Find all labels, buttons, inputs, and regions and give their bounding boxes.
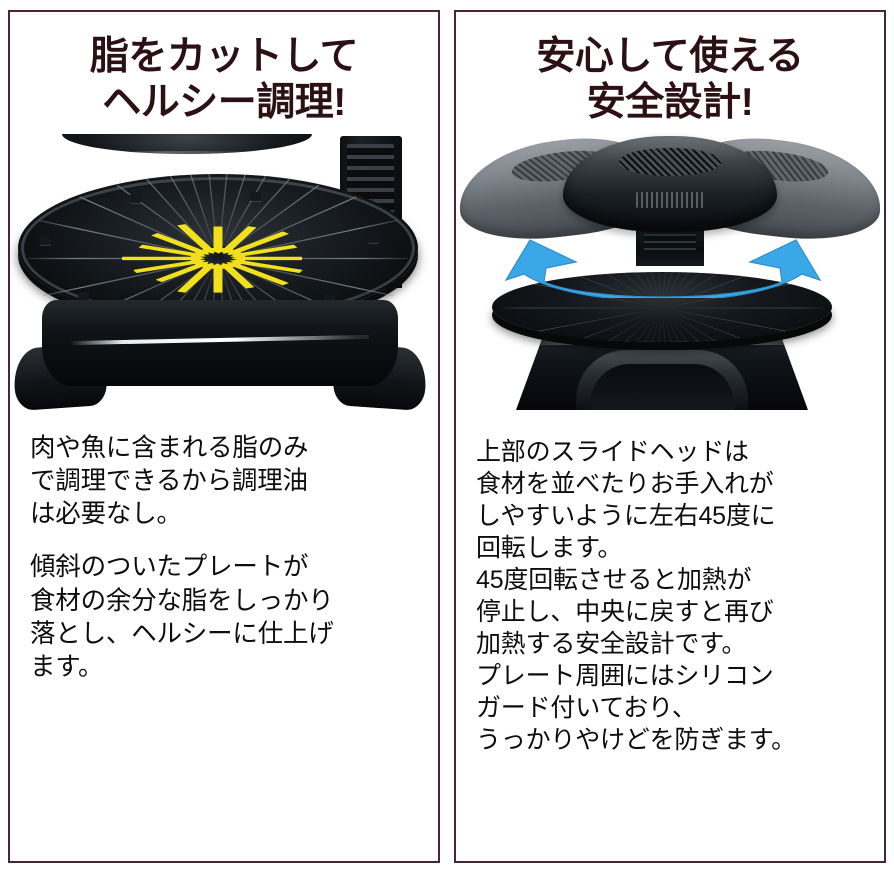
copy-line: 上部のスライドヘッドは — [476, 438, 749, 467]
right-heading-line-1: 安心して使える — [536, 35, 804, 78]
rotation-arrow-path — [504, 239, 822, 302]
right-paragraph-1: 上部のスライドヘッドは 食材を並べたりお手入れが しやすいように左右45度に 回… — [476, 436, 868, 756]
plate-rib — [661, 307, 782, 343]
plate-clip — [40, 236, 51, 246]
plate-clip — [78, 292, 89, 302]
panel-container: 脂をカットして ヘルシー調理! — [8, 10, 886, 863]
copy-line: 落とし、ヘルシーに仕上げ — [30, 619, 334, 648]
left-paragraph-2: 傾斜のついたプレートが 食材の余分な脂をしっかり 落とし、ヘルシーに仕上げ ます… — [30, 551, 422, 684]
copy-line: 停止し、中央に戻すと再び — [476, 598, 774, 627]
copy-line: 回転します。 — [476, 534, 623, 563]
copy-line: 食材の余分な脂をしっかり — [30, 586, 334, 615]
base-highlight — [522, 340, 802, 346]
feature-panel-safety-design: 安心して使える 安全設計! — [454, 10, 886, 863]
heater-mesh-icon — [618, 147, 722, 177]
copy-line: は必要なし。 — [30, 500, 182, 529]
copy-line: 食材を並べたりお手入れが — [476, 470, 774, 499]
right-panel-heading: 安心して使える 安全設計! — [456, 12, 884, 126]
copy-line: しやすいように左右45度に — [476, 502, 776, 531]
grill-base-left — [11, 300, 429, 412]
plate-clip — [324, 294, 335, 304]
rotation-arrow — [472, 224, 854, 302]
left-paragraph-1: 肉や魚に含まれる脂のみ で調理できるから調理油 は必要なし。 — [30, 432, 422, 531]
copy-line: 肉や魚に含まれる脂のみ — [30, 434, 309, 463]
copy-line: ます。 — [30, 652, 104, 681]
left-heading-line-2: ヘルシー調理! — [102, 81, 346, 125]
grill-plate-center-drain — [190, 245, 246, 268]
copy-line: 45度回転させると加熱が — [476, 566, 752, 595]
base-body — [42, 300, 398, 387]
grill-base-right — [516, 330, 808, 416]
plate-rib — [661, 307, 735, 343]
left-panel-heading: 脂をカットして ヘルシー調理! — [10, 12, 438, 126]
copy-line: 傾斜のついたプレートが — [30, 553, 309, 582]
brand-logo — [636, 191, 704, 208]
plate-clip — [368, 234, 379, 244]
right-product-illustration — [456, 127, 884, 422]
copy-line: 加熱する安全設計です。 — [476, 630, 747, 659]
rotation-arrow-svg — [504, 239, 822, 302]
left-heading-line-1: 脂をカットして — [89, 35, 359, 78]
right-panel-copy: 上部のスライドヘッドは 食材を並べたりお手入れが しやすいように左右45度に 回… — [456, 436, 884, 756]
plate-clip — [250, 192, 261, 202]
base-arch — [576, 350, 748, 411]
upper-head-underside — [62, 134, 312, 155]
grill-plate-ribs — [492, 272, 832, 343]
copy-line: プレート周囲にはシリコン — [476, 662, 774, 691]
plate-rib — [542, 307, 663, 343]
feature-panel-healthy-cooking: 脂をカットして ヘルシー調理! — [8, 10, 440, 863]
left-panel-copy: 肉や魚に含まれる脂のみ で調理できるから調理油 は必要なし。 傾斜のついたプレー… — [10, 432, 438, 684]
left-product-illustration — [10, 132, 438, 414]
plate-clip — [130, 194, 141, 204]
slide-head-center — [563, 136, 777, 233]
copy-line: ガード付いており、 — [476, 694, 697, 723]
right-heading-line-2: 安全設計! — [586, 81, 754, 125]
copy-line: で調理できるから調理油 — [30, 467, 308, 496]
copy-line: うっかりやけどを防ぎます。 — [476, 726, 796, 755]
